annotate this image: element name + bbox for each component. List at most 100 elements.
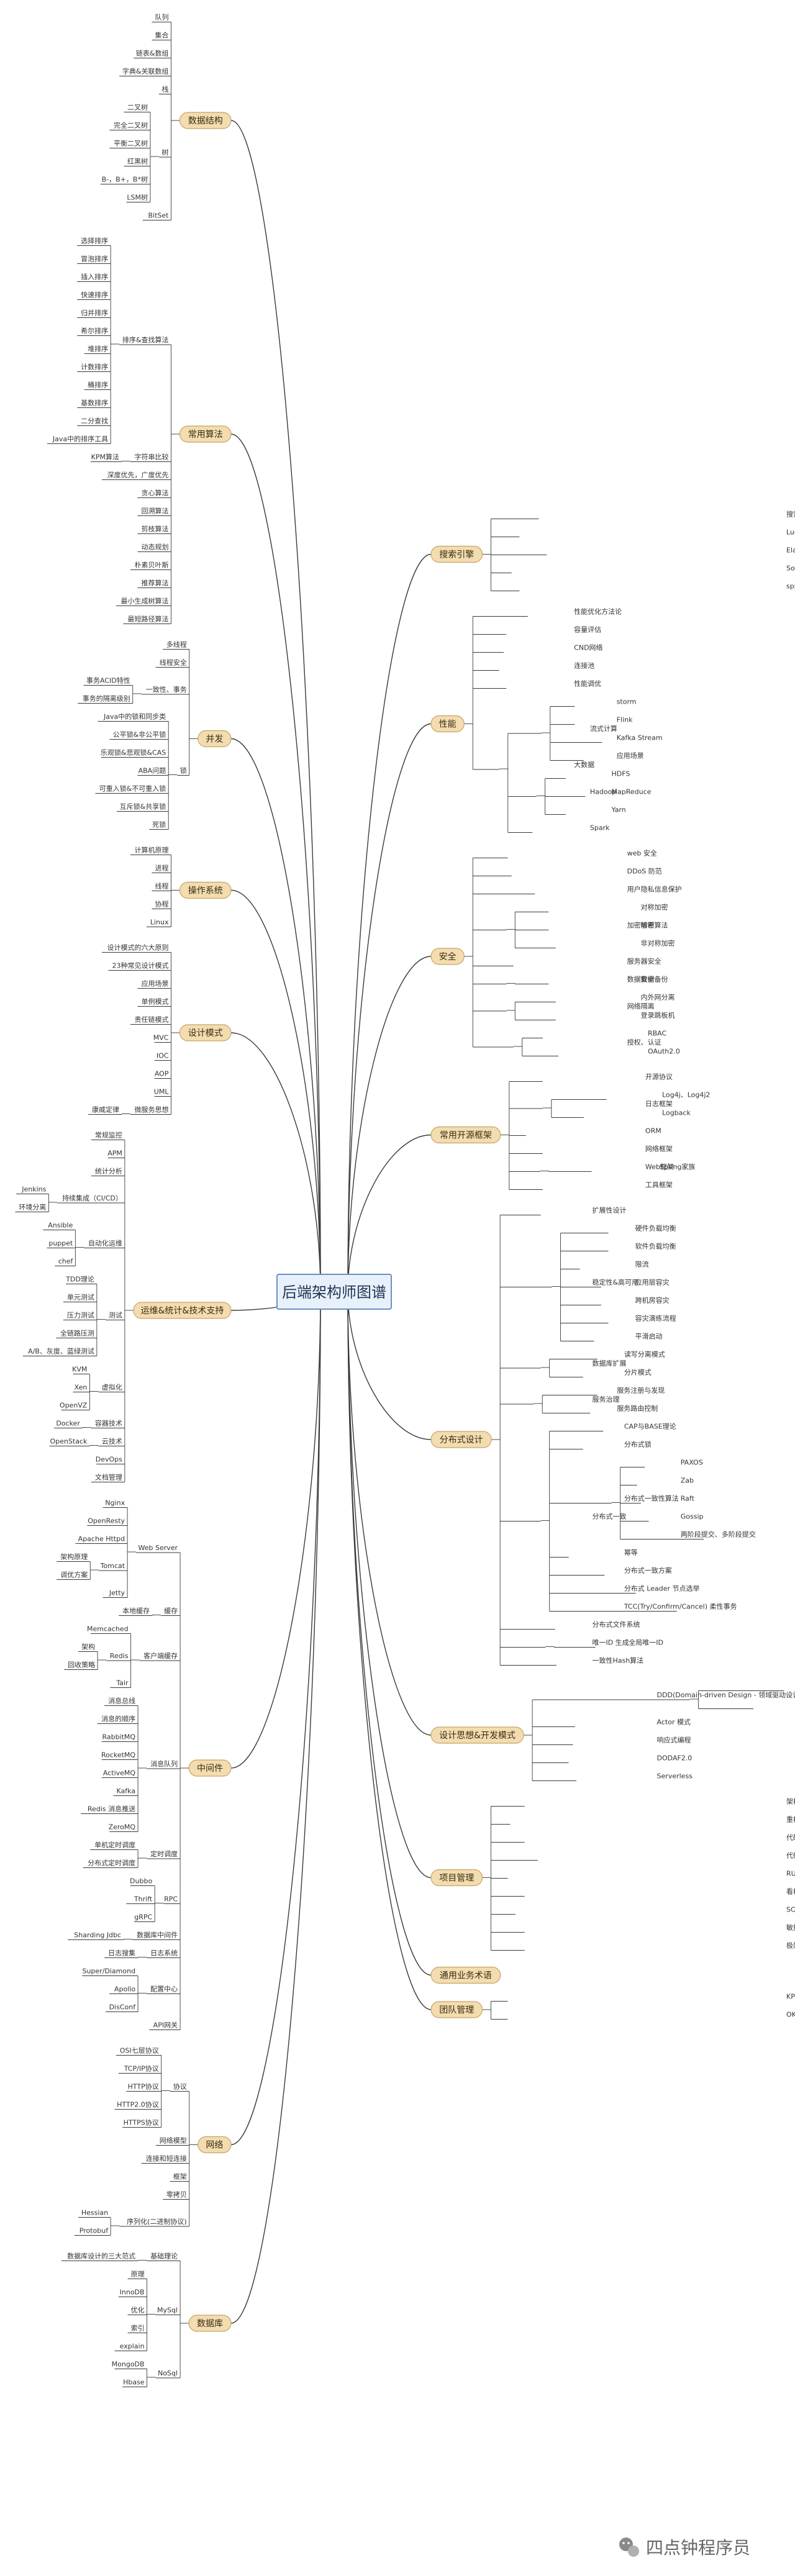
leaf-item[interactable]: 归并排序	[81, 309, 108, 317]
leaf-item[interactable]: 扩展性设计	[592, 1206, 626, 1215]
leaf-item[interactable]: 架构原理	[60, 1553, 88, 1561]
leaf-item[interactable]: 事务的隔离级别	[83, 694, 130, 703]
leaf-item[interactable]: 基数排序	[81, 399, 108, 407]
leaf-item[interactable]: 架构	[81, 1643, 95, 1651]
leaf-item[interactable]: 应用场景	[617, 751, 644, 760]
leaf-hbase[interactable]: Hbase	[123, 2379, 145, 2387]
leaf-hadoop[interactable]: Hadoop	[590, 788, 616, 796]
leaf-openstack[interactable]: OpenStack	[50, 1438, 88, 1446]
leaf-item[interactable]: 互斥锁&共享锁	[120, 802, 166, 811]
leaf-item[interactable]: 公平锁&非公平锁	[113, 730, 166, 739]
leaf-ioc[interactable]: IOC	[157, 1052, 169, 1060]
leaf-item[interactable]: 协议	[173, 2082, 187, 2091]
leaf-item[interactable]: 死锁	[152, 820, 166, 829]
leaf-jenkins[interactable]: Jenkins	[21, 1186, 46, 1194]
branch-node-2-left[interactable]: 并发	[198, 730, 232, 748]
leaf-tdd[interactable]: TDD理论	[65, 1275, 94, 1284]
leaf-item[interactable]: 常规监控	[95, 1131, 122, 1140]
branch-node-3-right[interactable]: 常用开源框架	[430, 1126, 501, 1144]
leaf-zeromq[interactable]: ZeroMQ	[109, 1823, 136, 1831]
leaf-kpm[interactable]: KPM算法	[91, 453, 119, 461]
leaf-item[interactable]: 动态规划	[141, 543, 168, 551]
leaf-item[interactable]: 锁	[180, 766, 187, 775]
leaf-item[interactable]: 责任链模式	[134, 1015, 168, 1024]
leaf-item[interactable]: 消息队列	[150, 1759, 178, 1768]
leaf-java[interactable]: Java中的排序工具	[52, 435, 108, 443]
leaf-cas[interactable]: 乐观锁&悲观锁&CAS	[101, 748, 166, 757]
leaf-item[interactable]: 字符串比较	[134, 453, 168, 461]
leaf-xen[interactable]: Xen	[75, 1384, 88, 1392]
leaf-item[interactable]: 零拷贝	[166, 2190, 187, 2199]
leaf-rbac[interactable]: RBAC	[648, 1030, 667, 1038]
leaf-item[interactable]: 单元测试	[67, 1294, 94, 1302]
branch-node-4-right[interactable]: 分布式设计	[430, 1431, 492, 1448]
leaf-hash[interactable]: 一致性Hash算法	[592, 1656, 643, 1665]
leaf-grpc[interactable]: gRPC	[134, 1913, 152, 1921]
leaf-actor[interactable]: Actor 模式	[657, 1718, 691, 1726]
leaf-oauth2-0[interactable]: OAuth2.0	[648, 1048, 680, 1056]
leaf-bitset[interactable]: BitSet	[148, 212, 169, 220]
leaf-aop[interactable]: AOP	[155, 1070, 169, 1078]
leaf-item[interactable]: 开源协议	[645, 1073, 673, 1081]
leaf-super-diamond[interactable]: Super/Diamond	[82, 1967, 135, 1975]
leaf-item[interactable]: 读写分离模式	[624, 1350, 665, 1359]
leaf-paxos[interactable]: PAXOS	[681, 1459, 703, 1467]
leaf-solr[interactable]: Solr	[786, 565, 795, 573]
leaf-nginx[interactable]: Nginx	[105, 1499, 125, 1507]
leaf-item[interactable]: 容器技术	[95, 1419, 122, 1428]
leaf-item[interactable]: 日志系统	[150, 1949, 178, 1957]
leaf-hessian[interactable]: Hessian	[81, 2209, 108, 2217]
branch-node-5-left[interactable]: 运维&统计&技术支持	[133, 1302, 232, 1319]
leaf-dodaf2-0[interactable]: DODAF2.0	[657, 1754, 693, 1762]
leaf-linux[interactable]: Linux	[150, 918, 169, 927]
leaf-item[interactable]: 网络模型	[160, 2136, 187, 2145]
leaf-ansible[interactable]: Ansible	[48, 1222, 73, 1230]
leaf-rocketmq[interactable]: RocketMQ	[101, 1751, 135, 1759]
leaf-sphinx[interactable]: sphinx	[786, 583, 795, 591]
leaf-api[interactable]: API网关	[153, 2021, 178, 2030]
leaf-item[interactable]: 栈	[161, 85, 168, 94]
leaf-rabbitmq[interactable]: RabbitMQ	[102, 1733, 135, 1741]
leaf-apache-httpd[interactable]: Apache Httpd	[78, 1535, 125, 1543]
leaf-http[interactable]: HTTP协议	[128, 2082, 159, 2091]
leaf-item[interactable]: 全链路压测	[60, 1329, 94, 1338]
leaf-item[interactable]: 康威定律	[92, 1105, 119, 1114]
leaf-osi[interactable]: OSI七层协议	[120, 2046, 159, 2055]
leaf-item[interactable]: 缓存	[164, 1607, 178, 1615]
branch-node-4-left[interactable]: 设计模式	[179, 1024, 232, 1041]
leaf-item[interactable]: 希尔排序	[81, 327, 108, 335]
leaf-item[interactable]: 响应式编程	[657, 1736, 691, 1744]
leaf-cnd[interactable]: CND网络	[574, 643, 602, 652]
leaf-hdfs[interactable]: HDFS	[611, 770, 630, 778]
leaf-zab[interactable]: Zab	[681, 1477, 694, 1485]
leaf-item[interactable]: 框架	[173, 2173, 187, 2181]
leaf-item[interactable]: 一致性、事务	[146, 685, 187, 694]
leaf-raft[interactable]: Raft	[681, 1495, 695, 1503]
leaf-sharding-jdbc[interactable]: Sharding Jdbc	[74, 1931, 121, 1939]
leaf-item[interactable]: 线程安全	[160, 658, 187, 667]
leaf-item[interactable]: 对称加密	[640, 903, 668, 912]
leaf-web-server[interactable]: Web Server	[139, 1544, 178, 1552]
leaf-item[interactable]: 桶排序	[88, 381, 108, 389]
leaf-redis[interactable]: Redis 消息推送	[88, 1805, 135, 1813]
leaf-item[interactable]: 定时调度	[150, 1849, 178, 1858]
branch-node-1-right[interactable]: 性能	[430, 715, 465, 733]
leaf-memcached[interactable]: Memcached	[87, 1625, 129, 1633]
leaf-item[interactable]: 单例模式	[141, 997, 168, 1006]
leaf-https[interactable]: HTTPS协议	[124, 2118, 159, 2127]
leaf-item[interactable]: 跨机房容灾	[635, 1296, 670, 1305]
leaf-item[interactable]: 测试	[109, 1312, 122, 1320]
leaf-rpc[interactable]: RPC	[164, 1895, 178, 1903]
leaf-item[interactable]: 贪心算法	[141, 489, 168, 497]
leaf-kafka-stream[interactable]: Kafka Stream	[617, 734, 663, 742]
leaf-mongodb[interactable]: MongoDB	[112, 2361, 145, 2369]
leaf-serverless[interactable]: Serverless	[657, 1772, 693, 1780]
leaf-yarn[interactable]: Yarn	[611, 806, 625, 814]
leaf-item[interactable]: 剪枝算法	[141, 525, 168, 533]
leaf-item[interactable]: 容量评估	[574, 625, 601, 634]
leaf-item[interactable]: 大数据	[574, 760, 594, 769]
leaf-item[interactable]: 授权、认证	[627, 1038, 661, 1046]
leaf-mvc[interactable]: MVC	[153, 1034, 169, 1042]
leaf-id[interactable]: 唯一ID 生成	[592, 1638, 629, 1647]
branch-node-3-left[interactable]: 操作系统	[179, 881, 232, 899]
